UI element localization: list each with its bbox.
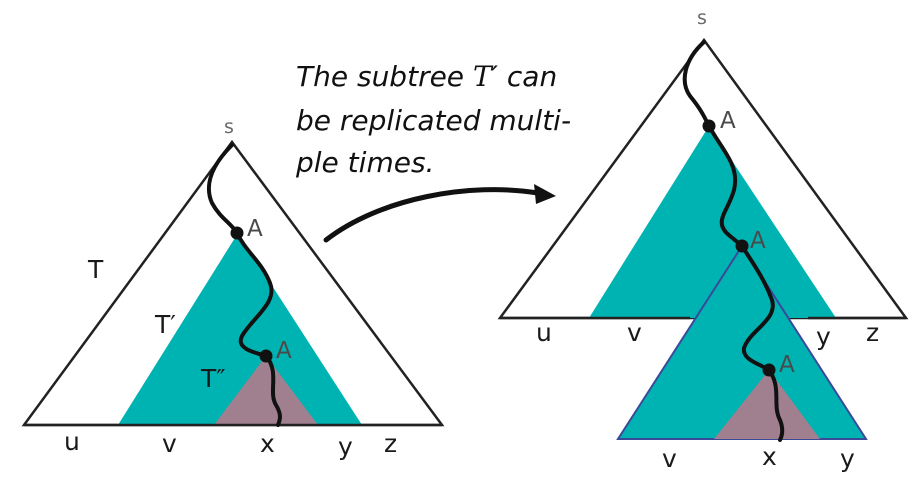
right-mauve-subtree [714, 370, 820, 439]
right-bottom-base-label-v: v [662, 444, 677, 473]
left-teal-subtree-T-prime [118, 233, 362, 425]
right-tree: s A A A u v y z v x y [497, 7, 909, 473]
left-node-lower [259, 349, 273, 363]
right-top-base-label-z: z [866, 318, 879, 347]
arrow-head-icon [534, 184, 556, 204]
left-derivation-path [206, 143, 282, 427]
right-top-base-label-u: u [536, 318, 552, 347]
left-node-lower-label: A [276, 338, 292, 364]
caption-block: The subtree T′ can be replicated multi- … [295, 60, 571, 179]
arrow-curve [323, 187, 541, 243]
left-base-label-u: u [64, 427, 80, 456]
left-base-label-y: y [338, 432, 353, 461]
caption-line-1-math: T′ [473, 60, 499, 93]
caption-line-1-tail: can [498, 60, 557, 93]
right-bottom-base-label-x: x [762, 442, 777, 471]
left-mauve-subtree-T-double-prime [214, 356, 318, 425]
right-root-label: s [697, 7, 707, 29]
left-node-upper-label: A [247, 216, 263, 242]
left-base-label-x: x [260, 429, 275, 458]
right-node-2-label: A [750, 228, 766, 254]
left-middle-label-T-prime: T′ [154, 310, 176, 339]
replication-arrow [323, 184, 556, 243]
caption-line-2: be replicated multi- [296, 104, 571, 137]
left-base-label-v: v [162, 429, 177, 458]
caption-line-3: ple times. [295, 146, 434, 179]
left-outer-label-T: T [87, 255, 104, 284]
caption-line-1-text: The subtree [296, 60, 473, 93]
right-node-1 [702, 119, 716, 133]
caption-line-1: The subtree T′ can [296, 60, 557, 93]
left-inner-label-T-double-prime: T″ [200, 364, 226, 393]
right-node-3-label: A [779, 352, 795, 378]
right-top-base-label-v: v [627, 318, 642, 347]
left-root-label: s [224, 116, 234, 138]
right-node-2 [735, 239, 749, 253]
right-bottom-base-label-y: y [840, 444, 855, 473]
right-teal-upper-subtree [589, 126, 836, 318]
left-node-upper [230, 226, 244, 240]
left-base-label-z: z [384, 429, 397, 458]
left-tree: s T T′ T″ A A u v x y z [21, 116, 445, 461]
right-top-base-label-y: y [816, 322, 831, 351]
right-node-1-label: A [720, 108, 736, 134]
right-node-3 [762, 363, 776, 377]
